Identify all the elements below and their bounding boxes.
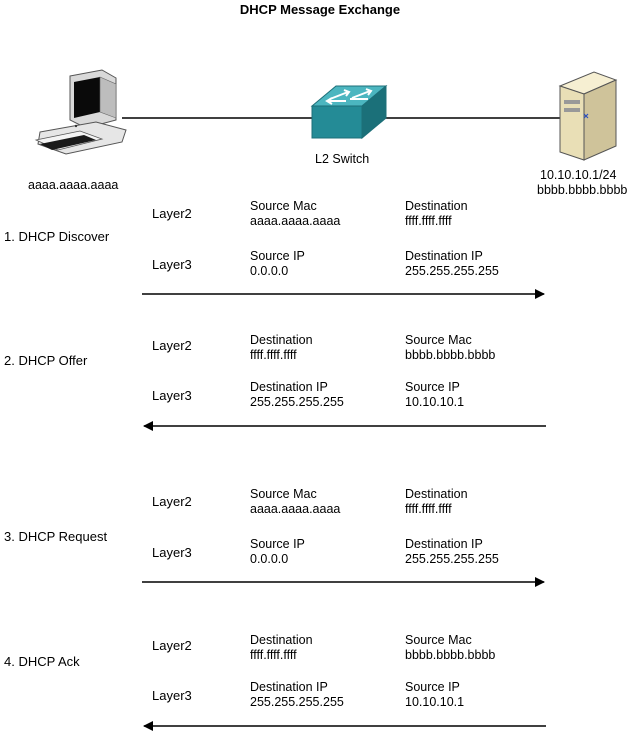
step-4-layer3-label: Layer3	[152, 688, 192, 703]
step-2-layer2-left: Destination ffff.ffff.ffff	[250, 333, 313, 363]
step-3-layer3-right: Destination IP 255.255.255.255	[405, 537, 499, 567]
step-4-layer3-right-title: Source IP	[405, 680, 460, 694]
step-3-layer2-left-value: aaaa.aaaa.aaaa	[250, 502, 341, 516]
step-1-layer3-left-value: 0.0.0.0	[250, 264, 289, 278]
step-3-layer3-label: Layer3	[152, 545, 192, 560]
step-4-layer2-left-title: Destination	[250, 633, 313, 647]
step-2-layer2-right-value: bbbb.bbbb.bbbb	[405, 348, 496, 362]
step-3-layer2-right: Destination ffff.ffff.ffff	[405, 487, 468, 517]
step-1-label: 1. DHCP Discover	[4, 229, 110, 244]
step-1-layer2-left-value: aaaa.aaaa.aaaa	[250, 214, 341, 228]
step-1-layer3-label: Layer3	[152, 257, 192, 272]
step-4-layer3-right: Source IP 10.10.10.1	[405, 680, 464, 710]
client-mac-label: aaaa.aaaa.aaaa	[28, 178, 119, 192]
step-3-layer2-left-title: Source Mac	[250, 487, 317, 501]
step-2-layer3-left: Destination IP 255.255.255.255	[250, 380, 344, 410]
step-1-layer2-right: Destination ffff.ffff.ffff	[405, 199, 468, 229]
client-computer-icon	[34, 69, 127, 155]
diagram-title: DHCP Message Exchange	[239, 2, 401, 17]
step-4-layer2-label: Layer2	[152, 638, 192, 653]
step-3-layer2-right-value: ffff.ffff.ffff	[405, 502, 452, 516]
step-4-layer3-left: Destination IP 255.255.255.255	[250, 680, 344, 710]
step-4-layer3-left-value: 255.255.255.255	[250, 695, 344, 709]
step-4-layer2-left-value: ffff.ffff.ffff	[250, 648, 297, 662]
step-1-layer2-left-title: Source Mac	[250, 199, 317, 213]
step-3-layer3-left-title: Source IP	[250, 537, 305, 551]
step-2-layer2-left-value: ffff.ffff.ffff	[250, 348, 297, 362]
step-3-layer3-right-title: Destination IP	[405, 537, 483, 551]
step-2-layer2-left-title: Destination	[250, 333, 313, 347]
step-2-layer2-right-title: Source Mac	[405, 333, 472, 347]
server-mac-label: bbbb.bbbb.bbbb	[537, 183, 628, 197]
step-1-layer2-left: Source Mac aaaa.aaaa.aaaa	[250, 199, 340, 229]
step-2-layer3-left-title: Destination IP	[250, 380, 328, 394]
step-4-layer2-right: Source Mac bbbb.bbbb.bbbb	[405, 633, 495, 663]
step-1-layer3-left-title: Source IP	[250, 249, 305, 263]
l2-switch-icon	[310, 84, 388, 140]
step-4-layer3-right-value: 10.10.10.1	[405, 695, 465, 709]
step-1-layer2-label: Layer2	[152, 206, 192, 221]
step-4-layer2-left: Destination ffff.ffff.ffff	[250, 633, 313, 663]
step-3-layer3-left-value: 0.0.0.0	[250, 552, 289, 566]
server-icon	[558, 71, 618, 161]
step-3-label: 3. DHCP Request	[4, 529, 108, 544]
step-4-layer2-right-value: bbbb.bbbb.bbbb	[405, 648, 496, 662]
step-2-layer2-label: Layer2	[152, 338, 192, 353]
step-3-layer3-right-value: 255.255.255.255	[405, 552, 499, 566]
step-4-label: 4. DHCP Ack	[4, 654, 80, 669]
step-4-layer3-left-title: Destination IP	[250, 680, 328, 694]
step-2-layer3-left-value: 255.255.255.255	[250, 395, 344, 409]
step-3-layer3-left: Source IP 0.0.0.0	[250, 537, 305, 567]
step-2-layer3-right-value: 10.10.10.1	[405, 395, 465, 409]
step-1-layer2-right-title: Destination	[405, 199, 468, 213]
step-2-layer2-right: Source Mac bbbb.bbbb.bbbb	[405, 333, 495, 363]
step-3-layer2-left: Source Mac aaaa.aaaa.aaaa	[250, 487, 340, 517]
step-1-layer3-right: Destination IP 255.255.255.255	[405, 249, 499, 279]
step-3-layer2-right-title: Destination	[405, 487, 468, 501]
switch-label: L2 Switch	[315, 152, 370, 166]
step-2-layer3-right: Source IP 10.10.10.1	[405, 380, 464, 410]
step-1-layer3-right-value: 255.255.255.255	[405, 264, 499, 278]
step-2-layer3-label: Layer3	[152, 388, 192, 403]
step-2-layer3-right-title: Source IP	[405, 380, 460, 394]
step-1-layer2-right-value: ffff.ffff.ffff	[405, 214, 452, 228]
step-1-layer3-left: Source IP 0.0.0.0	[250, 249, 305, 279]
step-2-label: 2. DHCP Offer	[4, 353, 88, 368]
server-ip-label: 10.10.10.1/24	[540, 168, 617, 182]
step-1-layer3-right-title: Destination IP	[405, 249, 483, 263]
step-4-layer2-right-title: Source Mac	[405, 633, 472, 647]
step-3-layer2-label: Layer2	[152, 494, 192, 509]
